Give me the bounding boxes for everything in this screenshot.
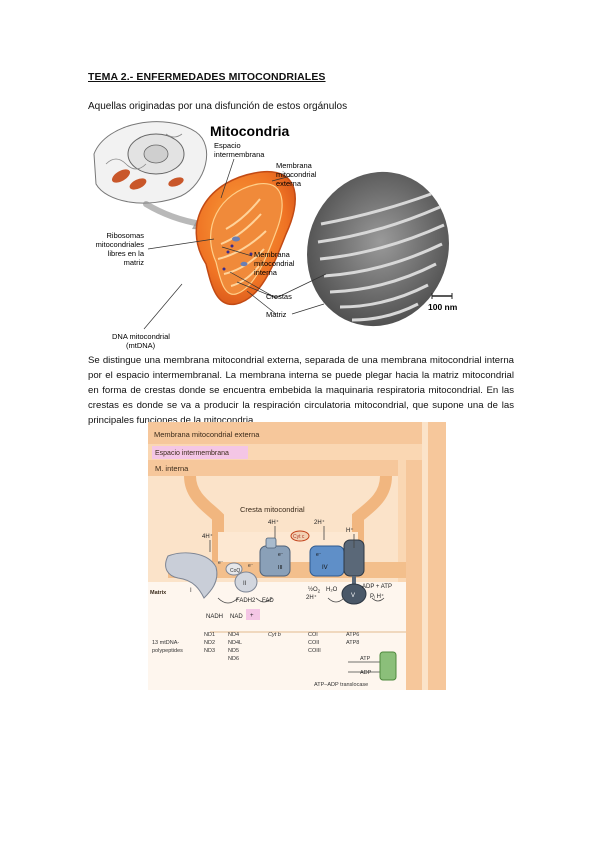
label-espacio-intermembrana: Espacio intermembrana — [155, 450, 229, 457]
outer-membrane-band — [148, 422, 446, 444]
cytc-label: Cyt c — [293, 534, 305, 540]
label-externa-2: mitocondrial — [276, 170, 317, 179]
electron-2: e⁻ — [248, 563, 254, 569]
table-cell: ATP8 — [346, 640, 359, 646]
electron-4: e⁻ — [316, 552, 322, 558]
table-cell: ATP6 — [346, 632, 359, 638]
translocase-atp: ATP — [360, 656, 371, 662]
complex-iii — [259, 537, 291, 577]
label-externa-3: externa — [276, 179, 302, 188]
label-espacio-2: intermembrana — [214, 150, 265, 159]
label-scale: 100 nm — [428, 302, 458, 312]
label-ribosomas-3: libres en la — [108, 249, 145, 258]
respiratory-chain-figure: Membrana mitocondrial externa Espacio in… — [148, 422, 446, 690]
label-ribosomas: Ribosomas — [106, 231, 144, 240]
o2-label: ½O2 — [308, 586, 321, 594]
twoh-label: 2H⁺ — [306, 594, 317, 601]
table-cell: ND1 — [204, 632, 215, 638]
table-cell: COIII — [308, 648, 321, 654]
translocase-adp: ADP — [360, 670, 372, 676]
table-cell: COII — [308, 640, 320, 646]
label-interna-2: mitocondrial — [254, 259, 295, 268]
translocase-icon — [379, 651, 397, 681]
proton-4: H⁺ — [346, 527, 354, 534]
complex-iv — [309, 545, 345, 577]
table-cell: ND5 — [228, 648, 239, 654]
label-crestas: Crestas — [266, 292, 292, 301]
table-cell: Cyt b — [268, 632, 281, 638]
table-row-label-2: polypeptides — [152, 648, 183, 654]
table-cell: COI — [308, 632, 318, 638]
coq-label: CoQ — [230, 568, 240, 574]
pi-label: Pᵢ H⁺ — [370, 593, 384, 600]
label-dna: DNA mitocondrial — [112, 332, 170, 341]
electron-3: e⁻ — [278, 552, 284, 558]
label-interna: Membrana — [254, 250, 291, 259]
label-ribosomas-4: matriz — [124, 258, 145, 267]
label-membrana-externa: Membrana mitocondrial externa — [154, 430, 260, 439]
table-cell: ND3 — [204, 648, 215, 654]
inner-membrane-band — [148, 460, 446, 476]
complex-iv-label: IV — [322, 565, 328, 571]
table-cell: ND2 — [204, 640, 215, 646]
electron-micrograph — [307, 171, 449, 327]
nad-plus: + — [250, 613, 254, 619]
complex-v-label: V — [351, 593, 355, 599]
label-espacio: Espacio — [214, 141, 241, 150]
adp-atp-label: ADP + ATP — [362, 584, 392, 590]
complex-ii — [234, 571, 258, 593]
label-matriz: Matriz — [266, 310, 287, 319]
intro-text: Aquellas originadas por una disfunción d… — [88, 101, 348, 112]
translocase-label: ATP–ADP translocase — [314, 682, 368, 688]
nadh-label: NADH — [206, 614, 223, 620]
proton-2: 4H⁺ — [268, 519, 279, 526]
label-matrix: Matrix — [150, 590, 167, 596]
table-columns: ND1 ND2 ND3 ND4 ND4L ND5 ND6 Cyt b COI C… — [204, 632, 359, 662]
label-externa: Membrana — [276, 161, 313, 170]
fadh2-label: FADH2 — [236, 598, 256, 604]
cytc-node — [290, 530, 310, 542]
label-ribosomas-2: mitocondriales — [96, 240, 145, 249]
label-cresta: Cresta mitocondrial — [240, 505, 305, 514]
complex-i — [165, 552, 218, 599]
coq-node — [225, 562, 243, 576]
nad-label: NAD — [230, 614, 243, 620]
electron-1: e⁻ — [218, 560, 224, 566]
mitochondrion-illustration — [195, 171, 296, 306]
proton-3: 2H⁺ — [314, 519, 325, 526]
h2o-label: H₂O — [326, 587, 338, 593]
fad-label: FAD — [262, 598, 274, 604]
table-cell: ND4L — [228, 640, 242, 646]
cell-sketch-icon — [93, 121, 208, 230]
complex-ii-label: II — [243, 581, 247, 587]
body-paragraph: Se distingue una membrana mitocondrial e… — [88, 355, 514, 426]
label-interna-3: interna — [254, 268, 278, 277]
table-row-label: 13 mtDNA- — [152, 640, 179, 646]
espacio-highlight — [152, 446, 248, 459]
complex-iii-label: III — [278, 565, 283, 571]
complex-v — [341, 539, 367, 605]
label-m-interna: M. interna — [155, 464, 189, 473]
figure1-heading: Mitocondria — [210, 123, 290, 139]
complex-i-label: I — [190, 588, 192, 594]
table-cell: ND4 — [228, 632, 239, 638]
section-title: TEMA 2.- ENFERMEDADES MITOCONDRIALES — [88, 71, 326, 83]
proton-1: 4H⁺ — [202, 533, 213, 540]
mitochondria-figure: Mitocondria Espacio intermembrana Membra… — [93, 121, 458, 350]
label-dna-2: (mtDNA) — [126, 341, 156, 350]
table-cell: ND6 — [228, 656, 239, 662]
